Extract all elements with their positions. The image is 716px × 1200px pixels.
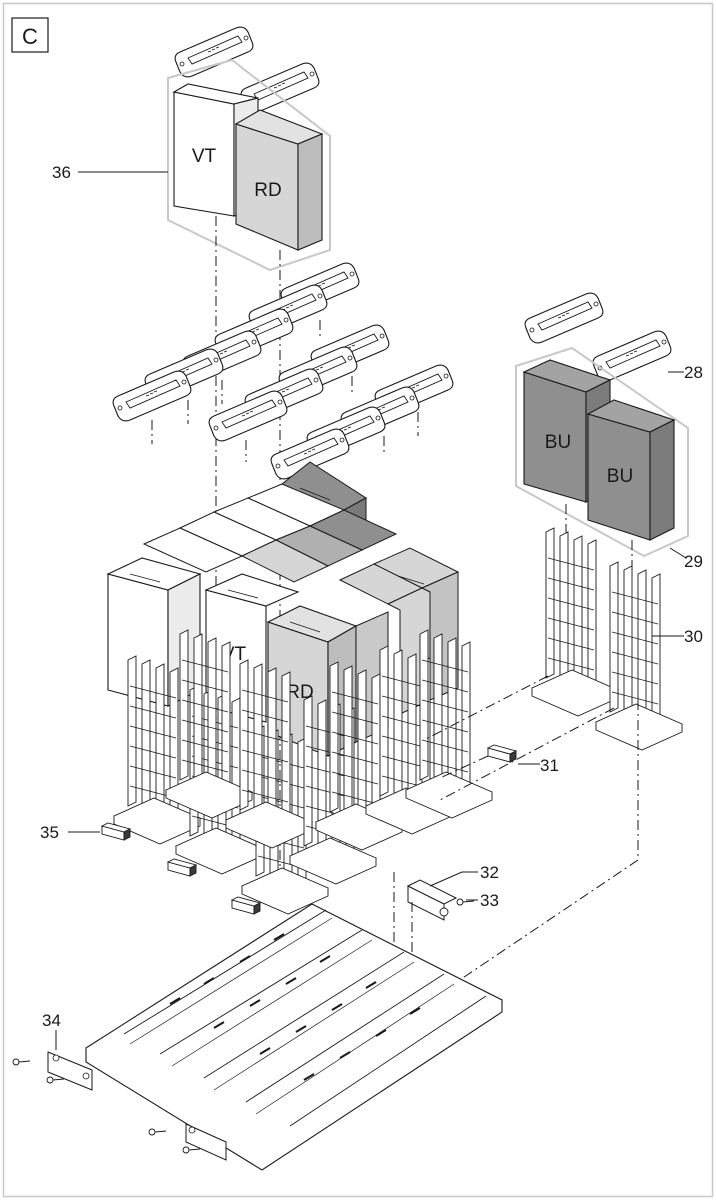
bracket-34 bbox=[47, 1051, 227, 1161]
middle-plates bbox=[112, 262, 454, 480]
assembly-line-c bbox=[429, 700, 639, 1001]
assembly-line-b bbox=[439, 707, 615, 801]
middle-grey-box-label: RD bbox=[286, 682, 313, 703]
top-group-frame bbox=[167, 58, 331, 272]
screw-34-d bbox=[182, 1146, 201, 1154]
screw-34-a bbox=[12, 1058, 31, 1066]
bu-right-label: BU bbox=[607, 466, 633, 487]
callout-36: 36 bbox=[52, 163, 71, 182]
callout-33: 33 bbox=[480, 891, 499, 910]
panel-tag-box bbox=[11, 17, 49, 53]
top-white-box-label: VT bbox=[192, 146, 217, 167]
bu-boxes bbox=[522, 359, 676, 541]
callout-leader-29 bbox=[669, 547, 687, 559]
top-grey-box-label: RD bbox=[254, 180, 281, 201]
callout-28: 28 bbox=[684, 363, 703, 382]
callout-32: 32 bbox=[480, 863, 499, 882]
bu-racks bbox=[531, 527, 683, 751]
middle-plate-drop-lines bbox=[151, 320, 419, 500]
bu-left-label: BU bbox=[545, 432, 571, 453]
connector-31-line bbox=[439, 755, 489, 779]
callout-34: 34 bbox=[42, 1011, 61, 1030]
callout-30: 30 bbox=[684, 627, 703, 646]
connector-35-b bbox=[167, 858, 197, 877]
callout-29: 29 bbox=[684, 552, 703, 571]
panel-tag: C bbox=[22, 24, 38, 49]
bu-group-frame bbox=[515, 346, 689, 558]
bracket-32 bbox=[406, 879, 458, 921]
callout-35: 35 bbox=[40, 823, 59, 842]
callout-leader-32 bbox=[429, 871, 478, 887]
screw-34-c bbox=[148, 1128, 167, 1136]
base-tray bbox=[84, 903, 504, 1171]
assembly-line-a bbox=[423, 675, 549, 741]
top-boxes bbox=[172, 83, 324, 251]
connector-31 bbox=[487, 744, 517, 763]
callout-31: 31 bbox=[540, 756, 559, 775]
